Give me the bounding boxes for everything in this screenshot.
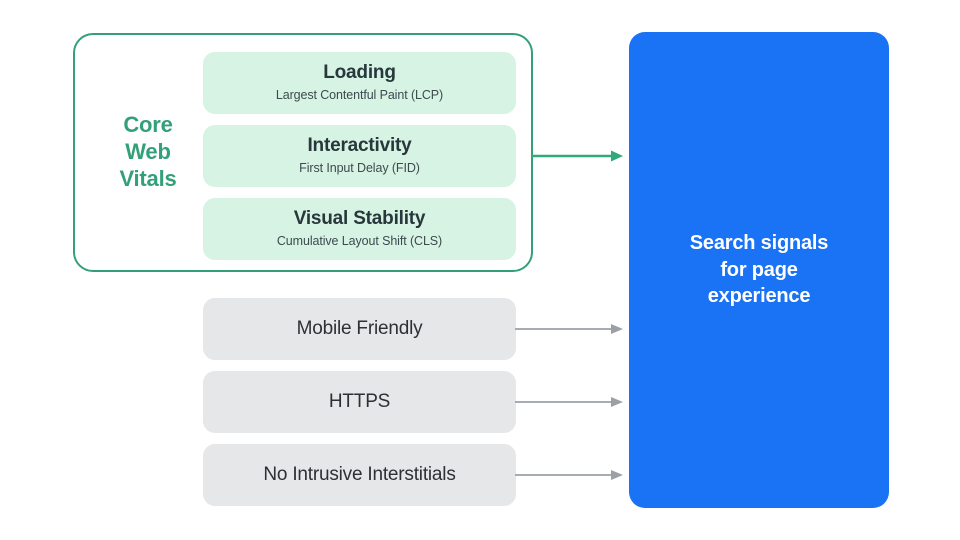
interactivity-vital-subtitle: First Input Delay (FID) bbox=[299, 161, 420, 176]
core-web-vitals-label: Core Web Vitals bbox=[119, 112, 177, 191]
interactivity-vital-title: Interactivity bbox=[307, 135, 412, 157]
loading-vital-title: Loading bbox=[323, 62, 396, 84]
visual-stability-vital-title: Visual Stability bbox=[293, 208, 426, 230]
core-web-vitals-arrow-icon bbox=[531, 150, 623, 162]
visual-stability-vital-subtitle: Cumulative Layout Shift (CLS) bbox=[276, 234, 443, 249]
mobile-friendly-pill[interactable]: Mobile Friendly bbox=[203, 298, 516, 360]
no-intrusive-interstitials-title: No Intrusive Interstitials bbox=[263, 464, 456, 486]
no-intrusive-interstitials-pill[interactable]: No Intrusive Interstitials bbox=[203, 444, 516, 506]
mobile-friendly-arrow-icon bbox=[515, 324, 623, 334]
outcome-text: Search signals for page experience bbox=[689, 231, 829, 308]
loading-vital-pill[interactable]: Loading Largest Contentful Paint (LCP) bbox=[203, 52, 516, 114]
https-title: HTTPS bbox=[328, 391, 391, 413]
https-pill[interactable]: HTTPS bbox=[203, 371, 516, 433]
no-intrusive-interstitials-arrow-icon bbox=[515, 470, 623, 480]
interactivity-vital-pill[interactable]: Interactivity First Input Delay (FID) bbox=[203, 125, 516, 187]
visual-stability-vital-pill[interactable]: Visual Stability Cumulative Layout Shift… bbox=[203, 198, 516, 260]
mobile-friendly-title: Mobile Friendly bbox=[296, 318, 423, 340]
https-arrow-icon bbox=[515, 397, 623, 407]
loading-vital-subtitle: Largest Contentful Paint (LCP) bbox=[275, 88, 444, 103]
core-web-vitals-group bbox=[73, 33, 533, 272]
outcome-box: Search signals for page experience bbox=[629, 32, 889, 508]
